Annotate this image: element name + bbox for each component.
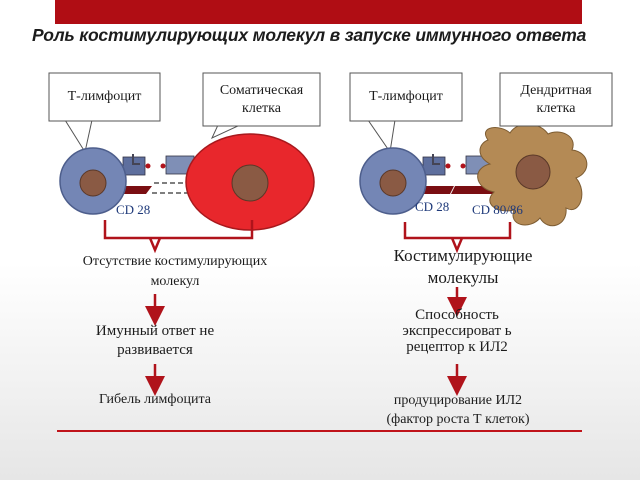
callout-box [48, 72, 161, 122]
dendritic-cell-nucleus [515, 154, 551, 190]
left-brace-text: Отсутствие костимулирующих молекул [82, 254, 268, 290]
left-step-2: Гибель лимфоцита [99, 392, 211, 407]
binding-dot [145, 163, 151, 169]
t-lymphocyte-nucleus [379, 169, 407, 197]
left-brace [103, 220, 254, 240]
right-brace-text: Костимулирующие молекулы [393, 246, 533, 288]
right-step-1: Способность экспрессироват ь рецептор к … [402, 307, 512, 356]
cd28-label-right: CD 28 [415, 199, 450, 214]
tcr-stem [432, 154, 440, 165]
right-step-2: продуцирование ИЛ2 (фактор роста Т клето… [386, 393, 530, 427]
callout-dendritic-cell: Дендритная клетка [520, 83, 592, 116]
cd28-receptor [120, 186, 152, 194]
bottom-divider [57, 430, 582, 432]
tcr-stem [132, 154, 140, 165]
cd80-86-label: CD 80/86 [472, 202, 523, 217]
callout-pointer [64, 119, 93, 154]
brace-tip [148, 237, 162, 254]
binding-dot [460, 163, 466, 169]
header-bar [55, 0, 582, 24]
callout-t-lymphocyte-right: Т-лимфоцит [369, 89, 443, 105]
callout-box [202, 72, 321, 127]
left-step-1: Имунный ответ не развивается [95, 323, 215, 358]
callout-pointer [367, 119, 396, 154]
right-panel [359, 119, 588, 396]
t-lymphocyte-nucleus [79, 169, 107, 197]
brace-tip [450, 237, 464, 254]
binding-dot [160, 163, 166, 169]
left-panel [59, 119, 315, 396]
callout-somatic-cell: Соматическая клетка [219, 83, 304, 116]
callout-box [349, 72, 463, 122]
right-brace [403, 222, 512, 240]
cd28-label-left: CD 28 [116, 202, 151, 217]
cd28-receptor [420, 186, 454, 194]
callout-t-lymphocyte-left: Т-лимфоцит [67, 89, 142, 105]
somatic-cell-nucleus [231, 164, 269, 202]
page-title: Роль костимулирующих молекул в запуске и… [32, 25, 587, 45]
binding-dot [445, 163, 451, 169]
callout-box [499, 72, 613, 127]
